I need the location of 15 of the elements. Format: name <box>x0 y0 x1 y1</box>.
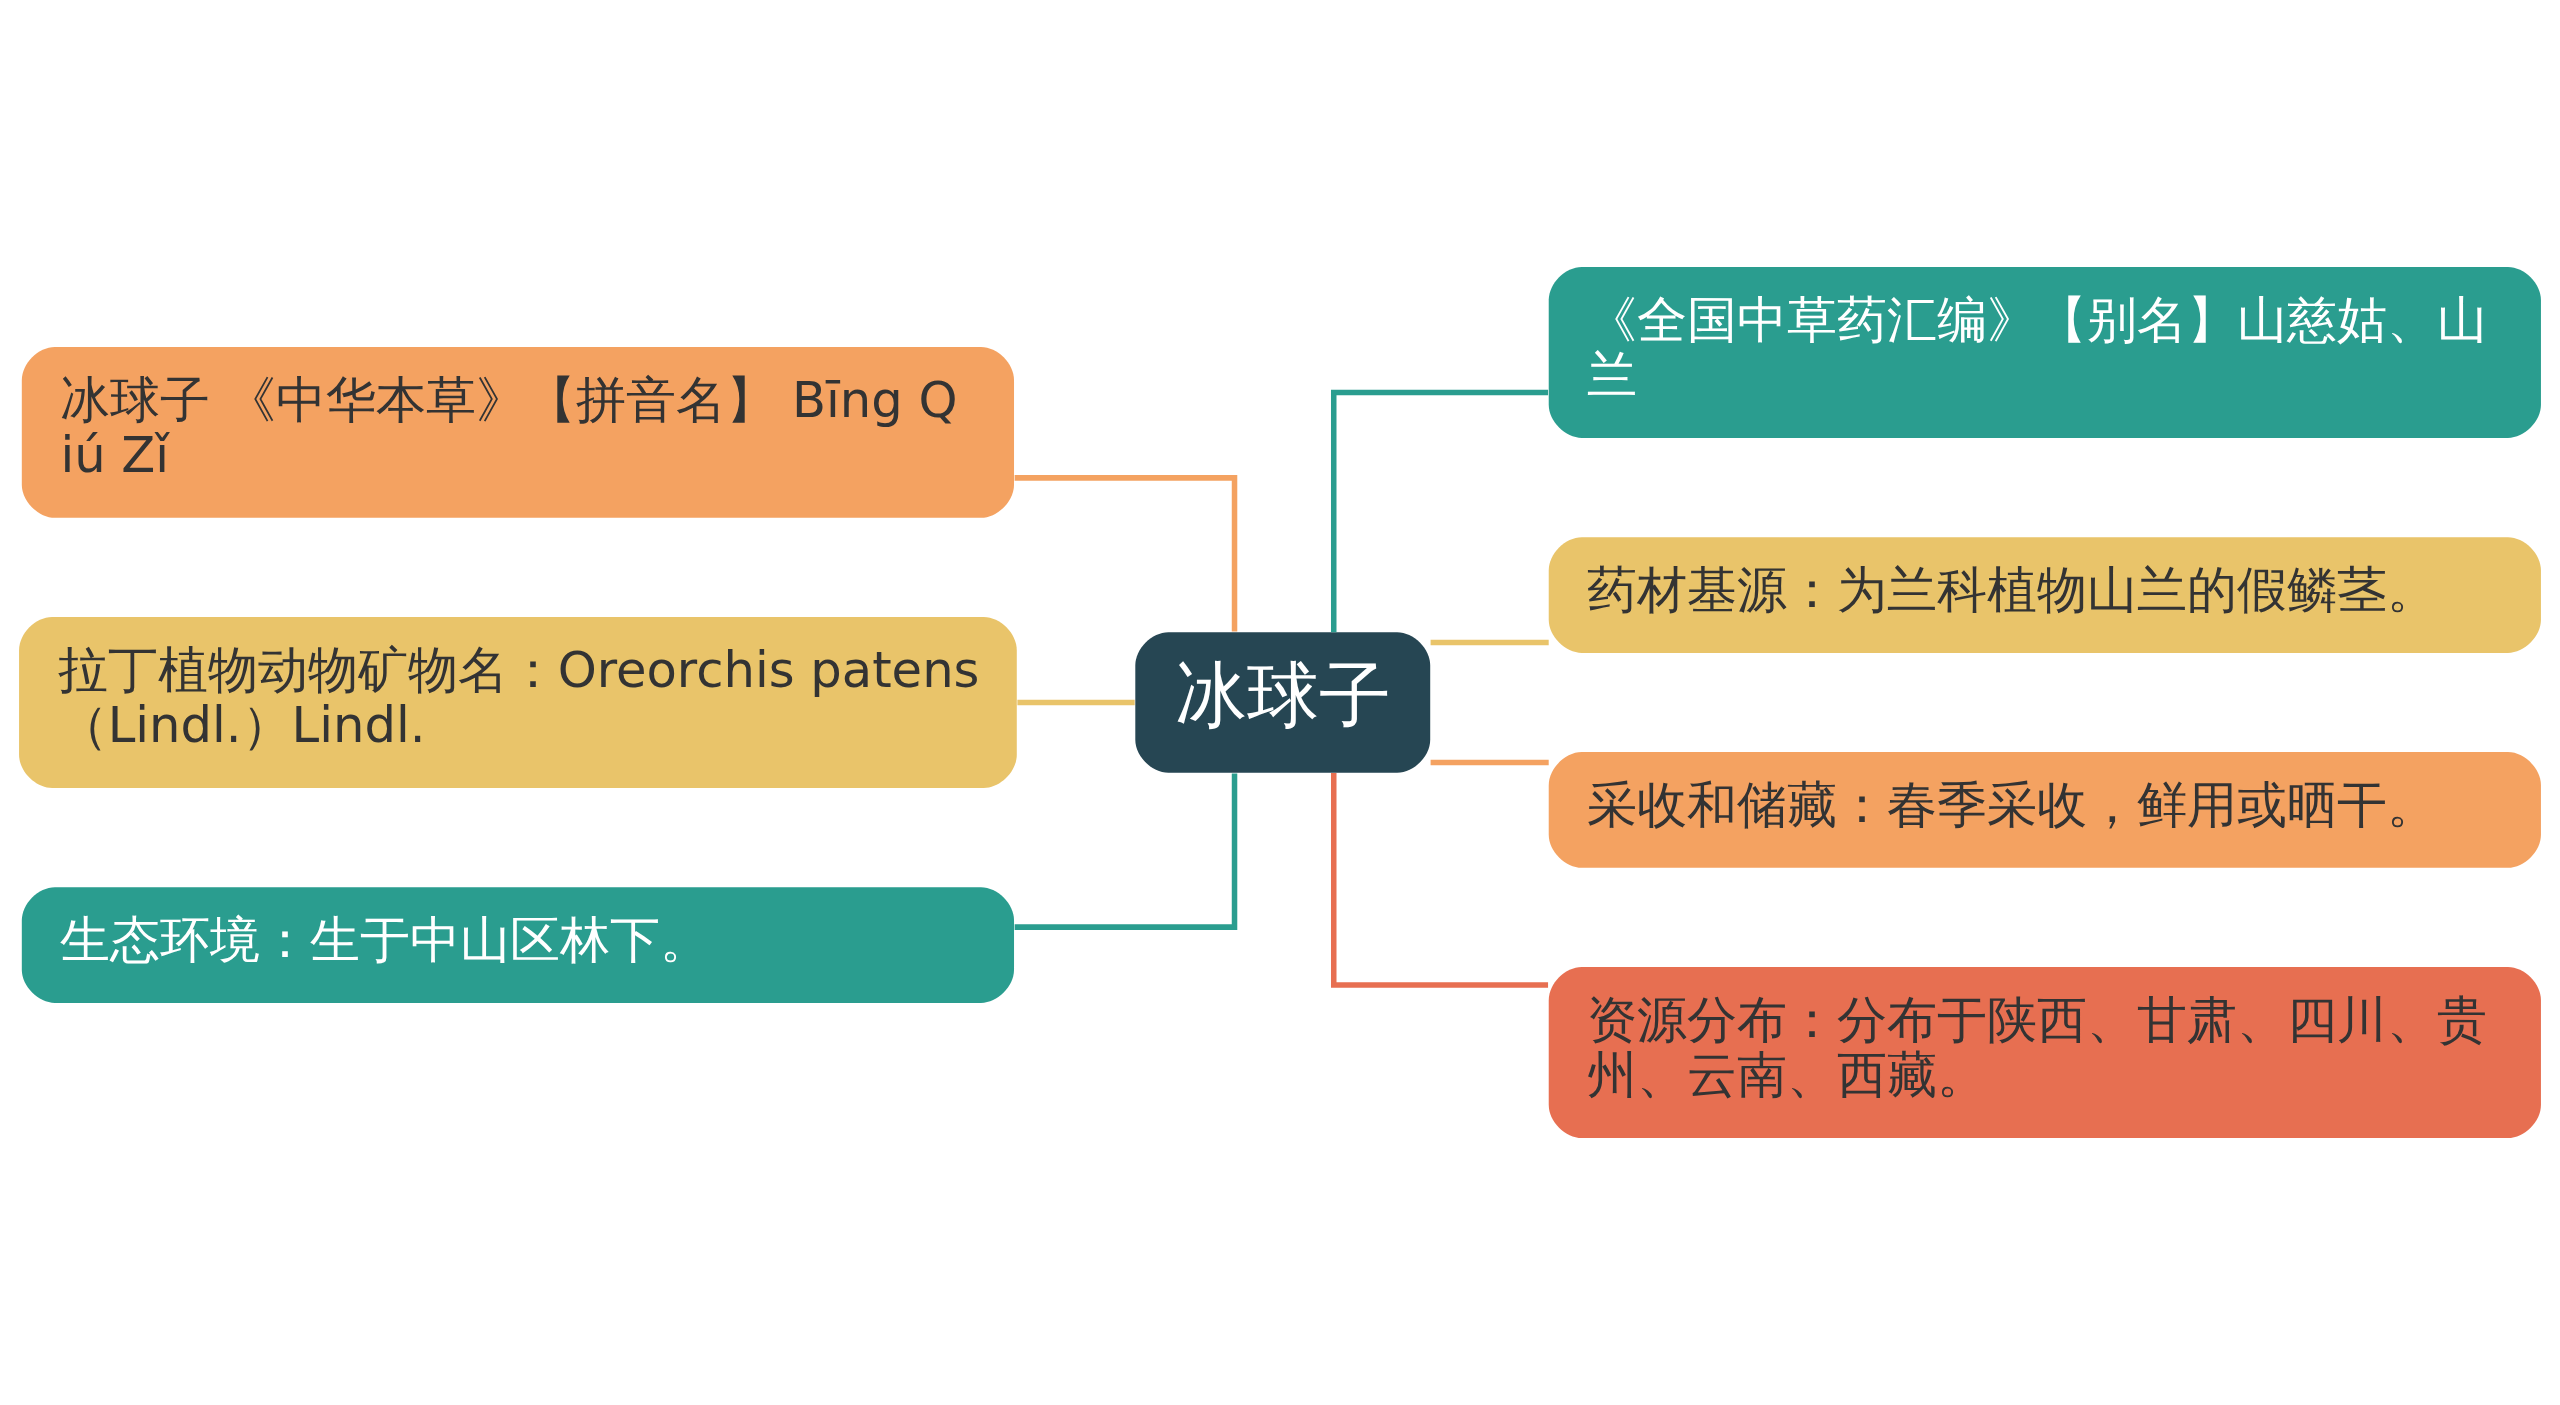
node-box: 冰球子 《中华本草》【拼音名】 Bīng Qiú Zǐ <box>21 346 1015 518</box>
connector <box>1331 773 1549 988</box>
connector <box>1017 699 1135 706</box>
connector <box>1430 639 1549 646</box>
node-box: 冰球子 <box>1135 632 1431 773</box>
node-box: 药材基源：为兰科植物山兰的假鳞茎。 <box>1548 537 2541 653</box>
node-box: 《全国中草药汇编》【别名】山慈姑、山兰 <box>1548 267 2541 438</box>
connector <box>1430 759 1549 766</box>
node-box: 资源分布：分布于陕西、甘肃、四川、贵州、云南、西藏。 <box>1548 967 2541 1138</box>
node-box: 生态环境：生于中山区林下。 <box>21 887 1015 1003</box>
connector <box>1331 389 1549 633</box>
connector <box>1014 475 1238 632</box>
node-box: 拉丁植物动物矿物名：Oreorchis patens（Lindl.）Lindl. <box>19 617 1017 788</box>
node-box: 采收和储藏：春季采收，鲜用或晒干。 <box>1548 752 2541 868</box>
connector <box>1014 773 1238 930</box>
